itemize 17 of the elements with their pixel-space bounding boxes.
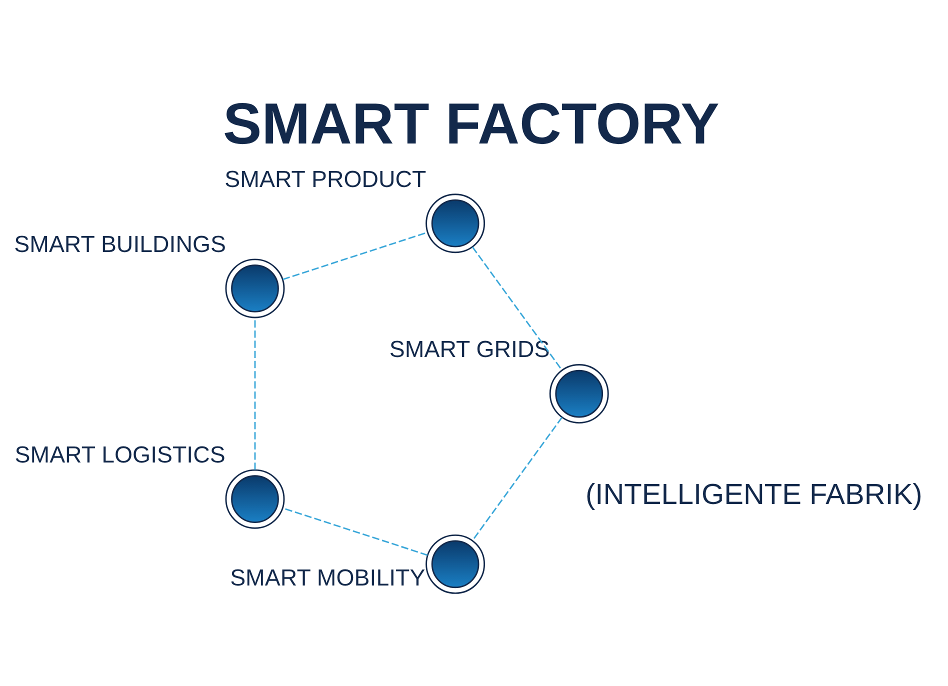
label: (INTELLIGENTE FABRIK) <box>586 479 922 512</box>
node-circle <box>426 194 486 254</box>
connector <box>282 232 428 280</box>
node-label: SMART GRIDS <box>389 336 550 362</box>
connector <box>282 507 428 556</box>
node-label: SMART BUILDINGS <box>14 230 226 257</box>
connector <box>254 318 256 470</box>
node-circle <box>225 469 285 529</box>
connector <box>472 246 563 371</box>
node-circle <box>225 258 285 318</box>
node-circle <box>549 364 609 424</box>
node-label: SMART MOBILITY <box>230 564 426 591</box>
node-label: SMART LOGISTICS <box>14 442 226 468</box>
node-label: SMART PRODUCT <box>224 166 426 192</box>
node-circle <box>426 534 486 594</box>
connector <box>472 417 562 542</box>
diagram-title: SMART FACTORY <box>223 92 720 157</box>
